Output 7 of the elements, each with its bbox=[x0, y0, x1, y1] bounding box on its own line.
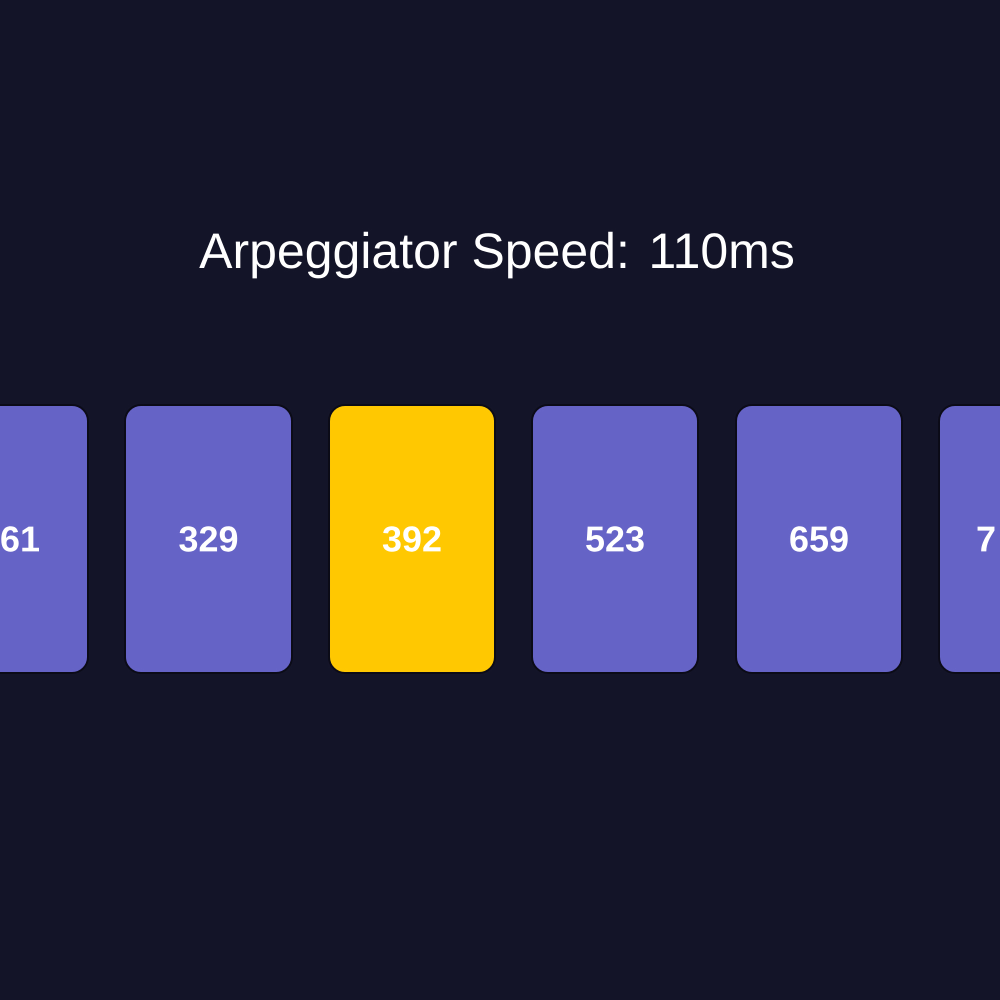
note-card: 659 bbox=[735, 404, 904, 674]
title: Arpeggiator Speed: 110ms bbox=[199, 232, 794, 278]
note-card: 392 bbox=[328, 404, 496, 674]
note-card: 61 bbox=[0, 404, 89, 674]
note-card: 329 bbox=[124, 404, 293, 674]
note-card: 523 bbox=[531, 404, 700, 674]
note-card: 7 bbox=[938, 404, 1000, 674]
